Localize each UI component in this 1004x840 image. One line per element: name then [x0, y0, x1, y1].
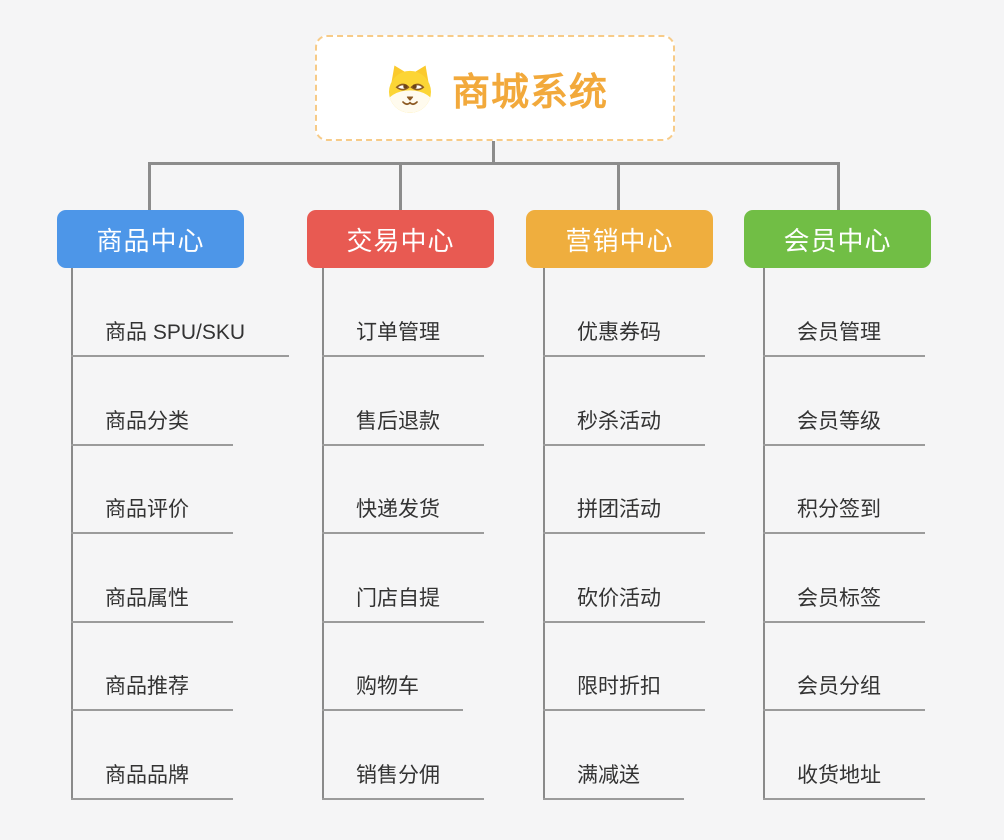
leaf-item[interactable]: 秒杀活动	[543, 408, 705, 446]
leaf-item[interactable]: 商品推荐	[71, 673, 233, 711]
branch-node-4[interactable]: 会员中心	[744, 210, 931, 268]
connector-drop-1	[148, 162, 151, 210]
leaf-item[interactable]: 会员分组	[763, 673, 925, 711]
branch-node-1[interactable]: 商品中心	[57, 210, 244, 268]
branch-trunk-line	[71, 268, 73, 800]
leaf-item[interactable]: 优惠券码	[543, 319, 705, 357]
leaf-item[interactable]: 会员管理	[763, 319, 925, 357]
branch-node-2[interactable]: 交易中心	[307, 210, 494, 268]
leaf-item[interactable]: 限时折扣	[543, 673, 705, 711]
leaf-item[interactable]: 订单管理	[322, 319, 484, 357]
leaf-item[interactable]: 商品分类	[71, 408, 233, 446]
leaf-item[interactable]: 商品属性	[71, 585, 233, 623]
leaf-item[interactable]: 满减送	[543, 762, 684, 800]
branch-trunk-line	[543, 268, 545, 800]
leaf-item[interactable]: 会员等级	[763, 408, 925, 446]
branch-node-3[interactable]: 营销中心	[526, 210, 713, 268]
root-node[interactable]: 商城系统	[315, 35, 675, 141]
leaf-item[interactable]: 会员标签	[763, 585, 925, 623]
leaf-item[interactable]: 收货地址	[763, 762, 925, 800]
root-title: 商城系统	[451, 71, 608, 114]
leaf-item[interactable]: 购物车	[322, 673, 463, 711]
connector-drop-2	[399, 162, 402, 210]
connector-root-drop	[492, 141, 495, 163]
connector-drop-3	[617, 162, 620, 210]
leaf-item[interactable]: 快递发货	[322, 496, 484, 534]
leaf-item[interactable]: 积分签到	[763, 496, 925, 534]
leaf-item[interactable]: 售后退款	[322, 408, 484, 446]
leaf-item[interactable]: 商品评价	[71, 496, 233, 534]
leaf-item[interactable]: 门店自提	[322, 585, 484, 623]
dog-icon	[382, 62, 438, 114]
connector-drop-4	[837, 162, 840, 210]
branch-trunk-line	[322, 268, 324, 800]
connector-bus	[148, 162, 840, 165]
leaf-item[interactable]: 销售分佣	[322, 762, 484, 800]
leaf-item[interactable]: 商品品牌	[71, 762, 233, 800]
branch-trunk-line	[763, 268, 765, 800]
leaf-item[interactable]: 砍价活动	[543, 585, 705, 623]
leaf-item[interactable]: 商品 SPU/SKU	[71, 319, 290, 357]
leaf-item[interactable]: 拼团活动	[543, 496, 705, 534]
